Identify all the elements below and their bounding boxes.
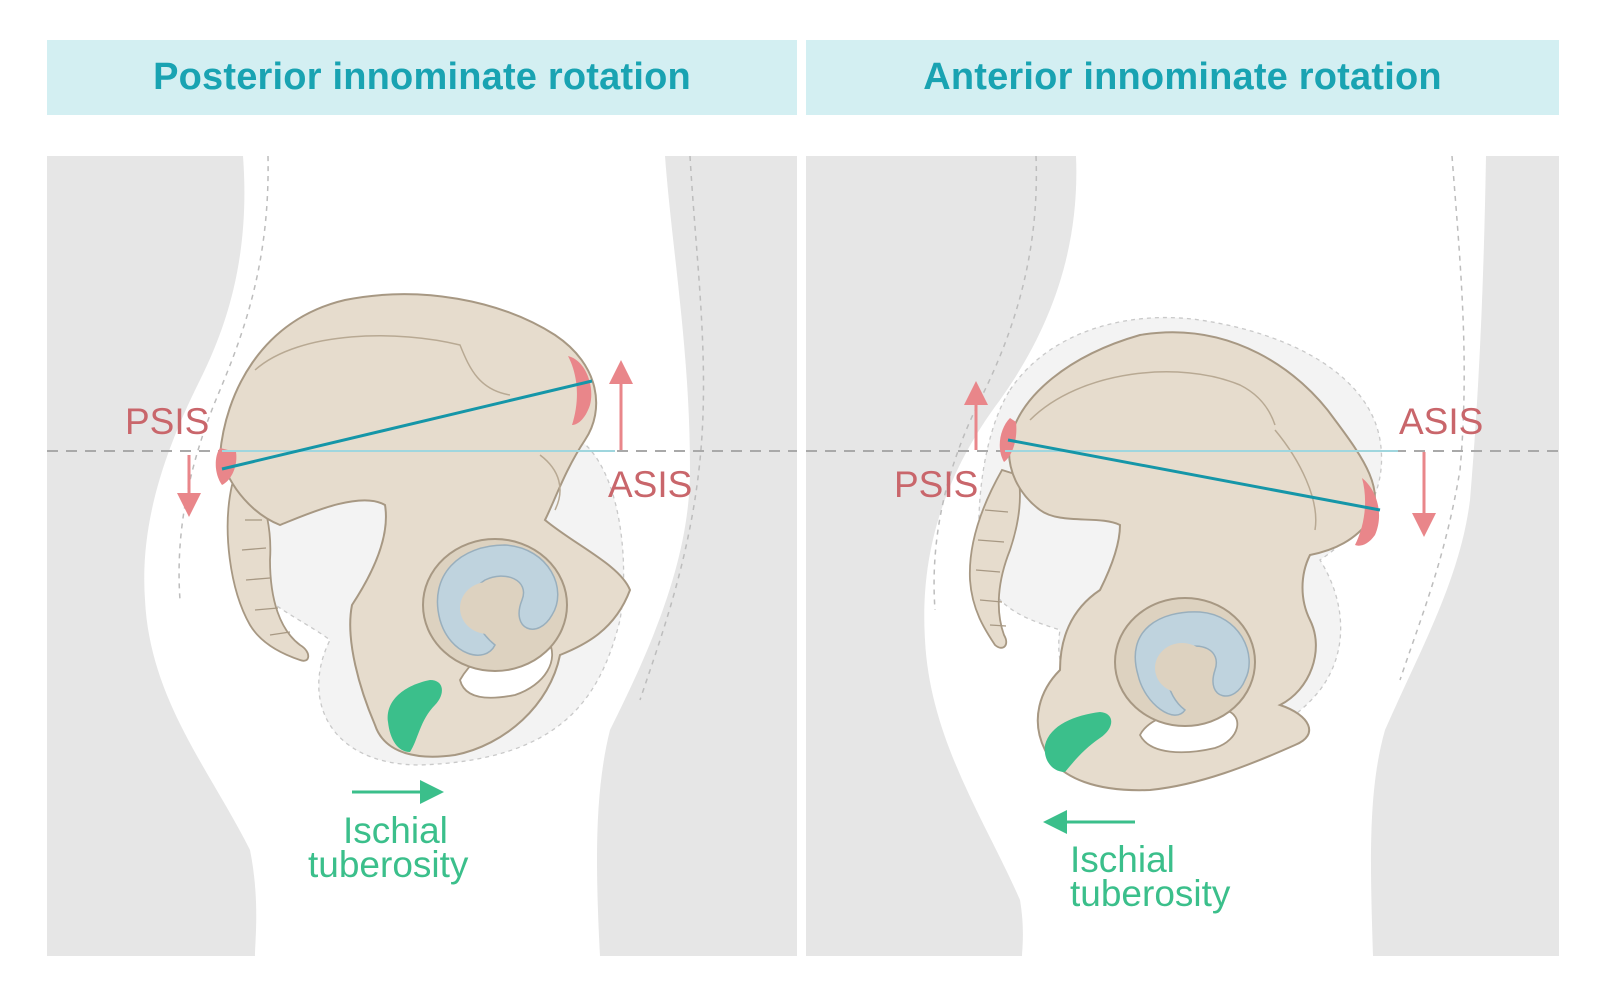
body-front-right: [1370, 156, 1559, 956]
psis-label-right: PSIS: [894, 464, 978, 505]
ischial-tuberosity-left: [387, 680, 442, 752]
ischial-label-right-1: Ischial: [1070, 839, 1175, 880]
asis-marker-right: [1355, 478, 1380, 546]
ischial-tuberosity-right: [1044, 712, 1112, 772]
header-posterior: Posterior innominate rotation: [47, 40, 797, 115]
body-back-right: [806, 156, 1077, 956]
header-anterior: Anterior innominate rotation: [806, 40, 1559, 115]
ischial-label-left-2: tuberosity: [308, 844, 469, 885]
innominate-right: [1008, 331, 1376, 792]
sacrum-right: [969, 468, 1021, 649]
psis-label-left: PSIS: [125, 401, 209, 442]
title-posterior: Posterior innominate rotation: [153, 56, 691, 98]
ischial-label-left-1: Ischial: [343, 810, 448, 851]
sacrum-left: [226, 484, 310, 662]
asis-label-right: ASIS: [1399, 401, 1483, 442]
ischial-label-right-2: tuberosity: [1070, 873, 1231, 914]
socket-left: [436, 544, 559, 656]
title-anterior: Anterior innominate rotation: [923, 56, 1442, 98]
axis-line-right: [1007, 438, 1381, 512]
panel-anterior: ASIS PSIS Ischial tuberosity: [806, 155, 1559, 956]
asis-label-left: ASIS: [608, 464, 692, 505]
panel-posterior: PSIS ASIS Ischial tuberosity: [47, 155, 797, 956]
socket-right: [1134, 611, 1250, 716]
body-back-left: [47, 156, 257, 956]
axis-line-left: [221, 379, 593, 471]
body-front-left: [597, 156, 797, 956]
asis-marker-left: [568, 356, 592, 425]
